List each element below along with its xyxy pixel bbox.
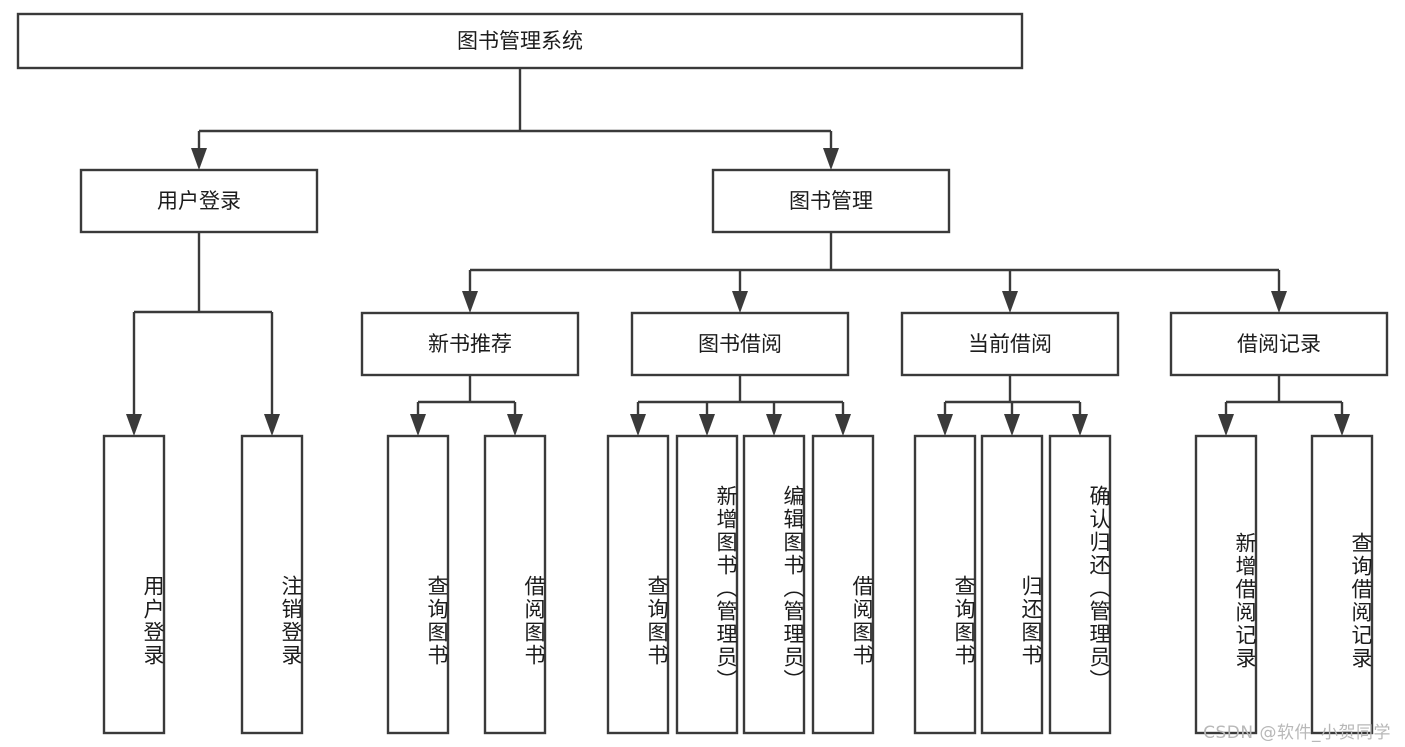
node-new-book-recommend-label: 新书推荐 xyxy=(428,332,512,356)
leaf-box-bb-edit-book[interactable] xyxy=(742,434,806,735)
leaf-box-nb-query-book[interactable] xyxy=(386,434,450,735)
arrowhead-nb-leaf-1 xyxy=(410,414,426,436)
arrowhead-book-borrow xyxy=(732,291,748,313)
arrowhead-cb-leaf-3 xyxy=(1072,414,1088,436)
node-current-borrow-box[interactable] xyxy=(900,311,1120,377)
connector-group-root-to-level2 xyxy=(191,68,839,170)
node-book-manage[interactable]: 图书管理 xyxy=(711,168,951,234)
node-root-label: 图书管理系统 xyxy=(457,29,583,53)
arrowhead-nb-leaf-2 xyxy=(507,414,523,436)
leaf-box-user-login[interactable] xyxy=(102,434,166,735)
arrowhead-book-manage xyxy=(823,148,839,170)
leaf-box-cb-return-book[interactable] xyxy=(980,434,1044,735)
node-book-manage-label: 图书管理 xyxy=(789,189,873,213)
arrowhead-user-login xyxy=(191,148,207,170)
node-borrow-record[interactable]: 借阅记录 xyxy=(1169,311,1389,377)
leaf-box-br-add-record[interactable] xyxy=(1194,434,1258,735)
arrowhead-leaf-user-login xyxy=(126,414,142,436)
node-book-borrow[interactable]: 图书借阅 xyxy=(630,311,850,377)
arrowhead-bb-leaf-1 xyxy=(630,414,646,436)
arrowhead-br-leaf-2 xyxy=(1334,414,1350,436)
node-user-login-label: 用户登录 xyxy=(157,189,241,213)
arrowhead-borrow-record xyxy=(1271,291,1287,313)
leaf-box-cb-query-book[interactable] xyxy=(913,434,977,735)
node-root-box[interactable] xyxy=(16,12,1024,70)
node-user-login-box[interactable] xyxy=(79,168,319,234)
arrowhead-cb-leaf-1 xyxy=(937,414,953,436)
leaf-box-br-query-record[interactable] xyxy=(1310,434,1374,735)
leaf-box-logout[interactable] xyxy=(240,434,304,735)
node-user-login[interactable]: 用户登录 xyxy=(79,168,319,234)
leaf-box-nb-borrow-book[interactable] xyxy=(483,434,547,735)
node-book-borrow-box[interactable] xyxy=(630,311,850,377)
connector-group-borrow-record-to-leaves xyxy=(1218,375,1350,436)
arrowhead-leaf-logout xyxy=(264,414,280,436)
node-book-manage-box[interactable] xyxy=(711,168,951,234)
connector-group-new-book-to-leaves xyxy=(410,375,523,436)
node-current-borrow-label: 当前借阅 xyxy=(968,332,1052,356)
arrowhead-bb-leaf-2 xyxy=(699,414,715,436)
connector-group-book-borrow-to-leaves xyxy=(630,375,851,436)
arrowhead-bb-leaf-4 xyxy=(835,414,851,436)
node-new-book-recommend-box[interactable] xyxy=(360,311,580,377)
leaf-box-bb-borrow-book[interactable] xyxy=(811,434,875,735)
arrowhead-br-leaf-1 xyxy=(1218,414,1234,436)
node-new-book-recommend[interactable]: 新书推荐 xyxy=(360,311,580,377)
connector-group-current-borrow-to-leaves xyxy=(937,375,1088,436)
node-borrow-record-label: 借阅记录 xyxy=(1237,332,1321,356)
connector-group-book-manage-to-level3 xyxy=(462,232,1287,313)
arrowhead-cb-leaf-2 xyxy=(1004,414,1020,436)
node-root[interactable]: 图书管理系统 xyxy=(16,12,1024,70)
connector-group-user-login-to-leaves xyxy=(126,232,280,436)
arrowhead-bb-leaf-3 xyxy=(766,414,782,436)
leaf-box-bb-add-book[interactable] xyxy=(675,434,739,735)
arrowhead-current-borrow xyxy=(1002,291,1018,313)
arrowhead-new-book-recommend xyxy=(462,291,478,313)
csdn-watermark: CSDN @软件_小贺同学 xyxy=(1203,723,1391,743)
leaf-box-bb-query-book[interactable] xyxy=(606,434,670,735)
node-borrow-record-box[interactable] xyxy=(1169,311,1389,377)
node-book-borrow-label: 图书借阅 xyxy=(698,332,782,356)
node-current-borrow[interactable]: 当前借阅 xyxy=(900,311,1120,377)
leaf-box-cb-confirm-return[interactable] xyxy=(1048,434,1112,735)
